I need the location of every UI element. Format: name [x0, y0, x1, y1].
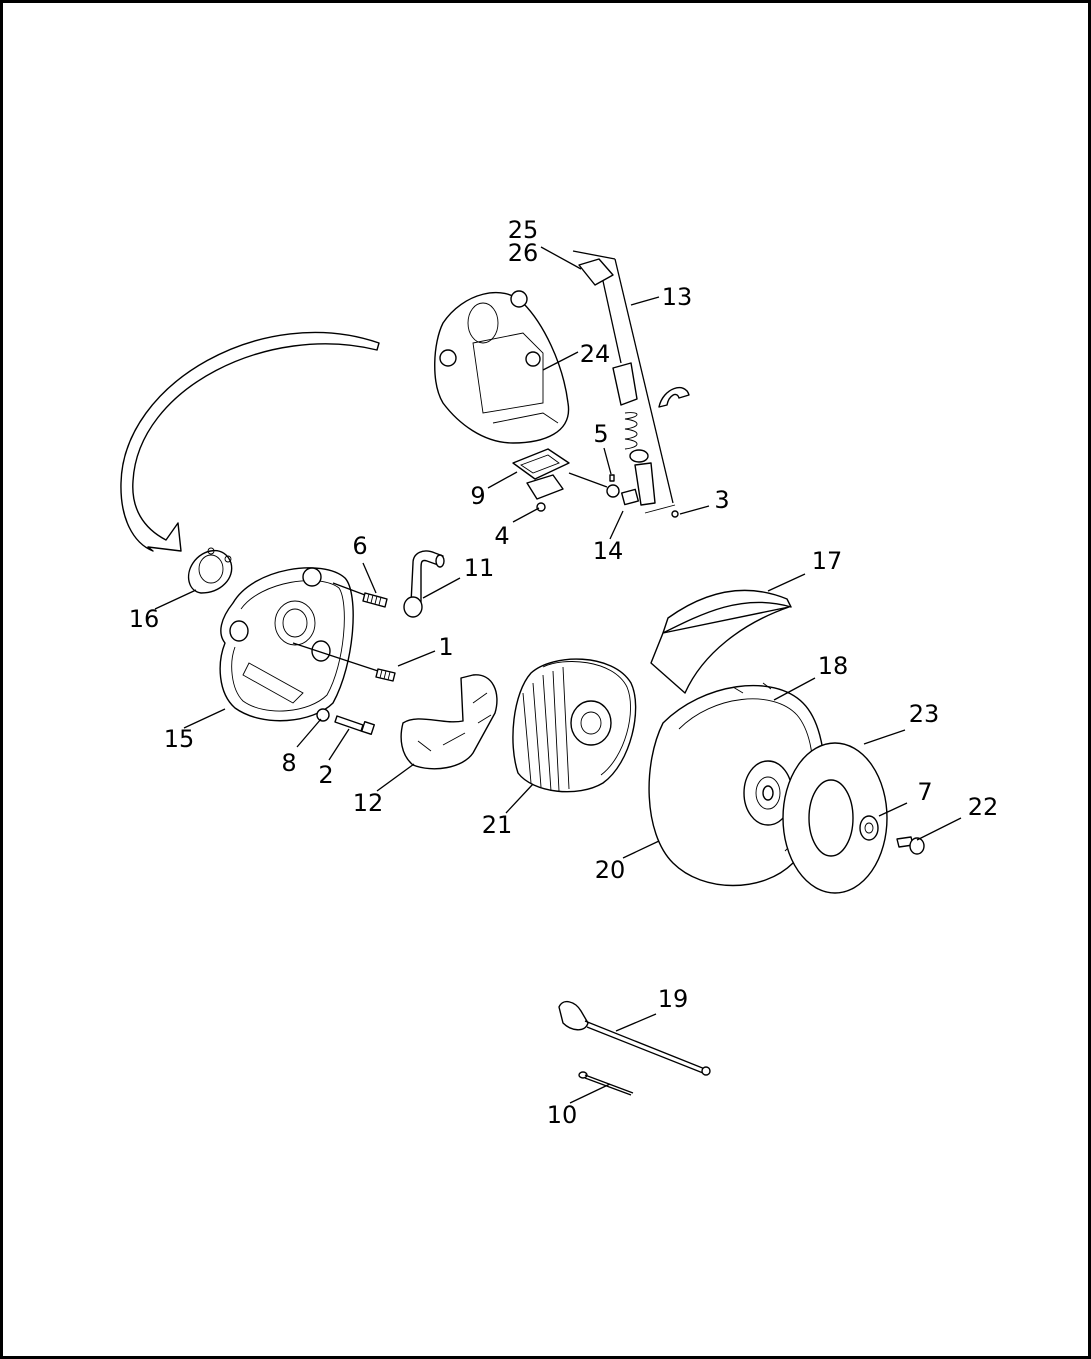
leader-line [362, 562, 377, 594]
callout-4: 4 [494, 522, 509, 550]
callout-24: 24 [580, 340, 611, 368]
rod-19-part [558, 1000, 711, 1076]
callout-6: 6 [352, 532, 367, 560]
leader-line [916, 817, 962, 841]
callout-18: 18 [818, 652, 849, 680]
leader-line [622, 840, 660, 859]
callout-19: 19 [658, 985, 689, 1013]
callout-15: 15 [164, 725, 195, 753]
leader-line [542, 351, 579, 371]
breather-hose-part [403, 550, 445, 618]
curved-arrow-icon [120, 331, 380, 552]
callout-20: 20 [595, 856, 626, 884]
leader-line [603, 447, 612, 475]
choke-cable-part [578, 258, 690, 518]
leader-line [569, 1083, 611, 1104]
leader-line [878, 802, 908, 817]
callout-26: 26 [508, 239, 539, 267]
washer-part [859, 815, 879, 841]
cover-housing-part [648, 682, 825, 887]
backplate-part [219, 567, 354, 722]
leader-line [397, 650, 436, 667]
cover-insert-part [782, 742, 888, 894]
callout-5: 5 [593, 420, 608, 448]
leader-line [540, 246, 582, 270]
leader-line [609, 510, 624, 540]
pin-10-part [578, 1071, 634, 1096]
leader-line [615, 1013, 657, 1032]
choke-rod-part [568, 472, 640, 506]
callout-23: 23 [909, 700, 940, 728]
screw-22-part [896, 836, 925, 855]
callout-1: 1 [438, 633, 453, 661]
leader-lines [154, 246, 962, 1104]
mounting-bracket-part [434, 290, 570, 444]
leader-line [422, 577, 461, 599]
leader-line [767, 573, 806, 592]
callout-11: 11 [464, 554, 495, 582]
callout-7: 7 [917, 778, 932, 806]
callout-12: 12 [353, 789, 384, 817]
leader-line [376, 763, 415, 792]
bolt-2-part [334, 715, 376, 736]
leader-line [505, 783, 534, 814]
callout-22: 22 [968, 793, 999, 821]
leader-line [679, 505, 710, 515]
leader-line [572, 250, 616, 260]
leader-line [487, 471, 518, 489]
leader-line [512, 507, 540, 523]
seal-bracket-part [400, 674, 498, 770]
leader-line [183, 708, 226, 729]
callout-2: 2 [318, 761, 333, 789]
callout-3: 3 [714, 486, 729, 514]
choke-plate-part [512, 448, 570, 512]
gasket-part [187, 547, 233, 594]
leader-line [630, 296, 660, 306]
callout-14: 14 [593, 537, 624, 565]
callout-21: 21 [482, 811, 513, 839]
leader-line [328, 728, 350, 761]
screw-1-part [292, 642, 396, 682]
callout-10: 10 [547, 1101, 578, 1129]
leader-line [296, 718, 322, 748]
callout-17: 17 [812, 547, 843, 575]
leader-line [863, 729, 906, 745]
trim-strip-part [650, 589, 792, 694]
filter-element-part [512, 658, 637, 793]
leader-line [154, 589, 197, 610]
callout-25: 25 [508, 216, 539, 244]
callout-13: 13 [662, 283, 693, 311]
leader-line [773, 677, 816, 701]
bolt-6-part [332, 582, 388, 608]
callout-8: 8 [281, 749, 296, 777]
callout-16: 16 [129, 605, 160, 633]
callout-9: 9 [470, 482, 485, 510]
